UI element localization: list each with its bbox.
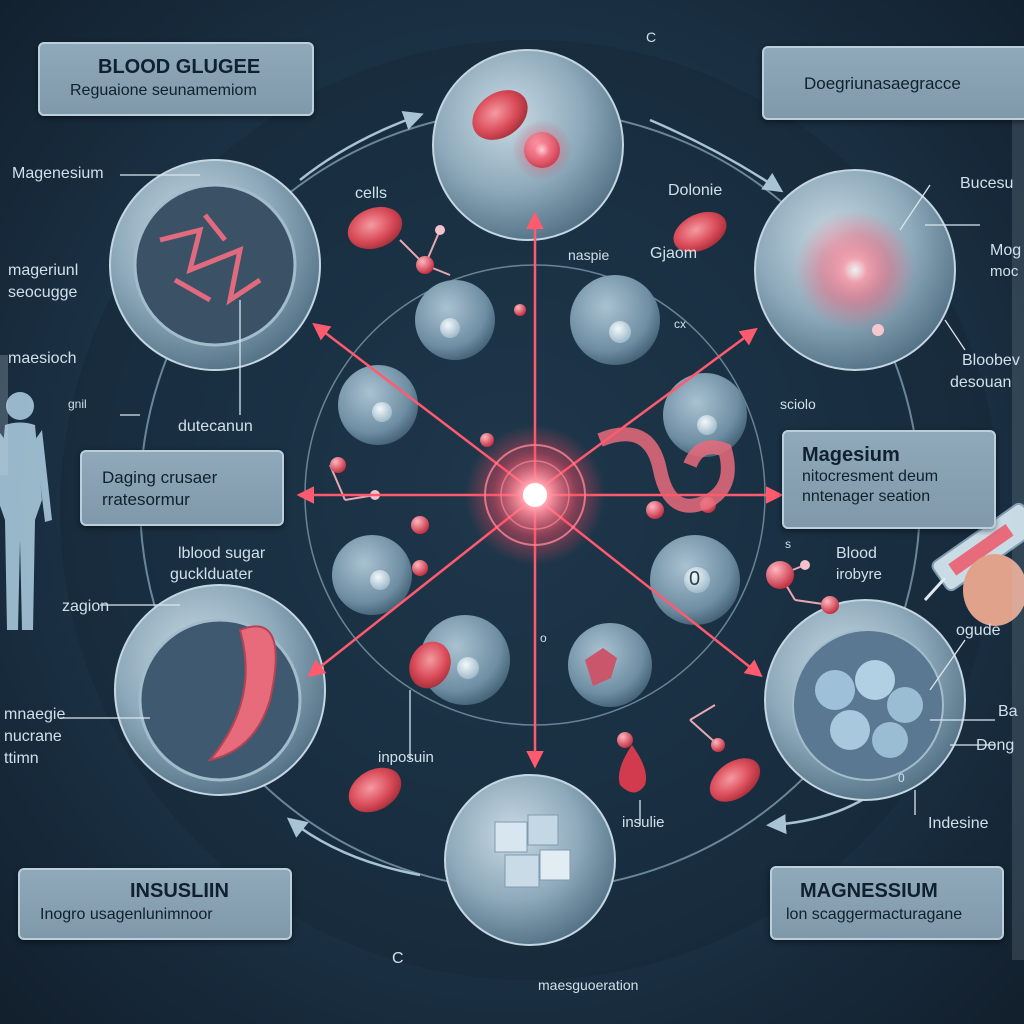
label-bloobev: Bloobev bbox=[962, 352, 1020, 369]
box-blood-glucose: BLOOD GLUGEE Reguaione seunamemiom bbox=[38, 42, 314, 116]
label-bottom: maesguoeration bbox=[538, 977, 639, 993]
right-side-strip bbox=[1012, 60, 1024, 960]
box-blood-glucose-subtitle: Reguaione seunamemiom bbox=[70, 82, 257, 99]
label-zero: 0 bbox=[898, 771, 905, 785]
label-maesioch: maesioch bbox=[8, 350, 77, 367]
label-c-bottom: C bbox=[392, 950, 404, 967]
label-irobyre: irobyre bbox=[836, 566, 882, 583]
small-cell-6 bbox=[650, 535, 740, 625]
label-sciolo: sciolo bbox=[780, 396, 816, 412]
label-o: o bbox=[540, 631, 547, 645]
label-desouant: desouan bbox=[950, 374, 1012, 391]
red-blood-cells bbox=[347, 206, 761, 813]
syringe bbox=[923, 502, 1024, 626]
label-magenesium: Magenesium bbox=[12, 165, 104, 182]
box-top-right-text: Doegriunasaegracce bbox=[804, 74, 961, 93]
box-magnesium-mid-line2: nitocresment deum bbox=[802, 468, 939, 485]
small-cell-8 bbox=[568, 623, 652, 707]
box-magnesium-mid: Magesium nitocresment deum nntenager sea… bbox=[782, 430, 996, 529]
box-magnesium-bottom: MAGNESSIUM lon scaggermacturagane bbox=[770, 866, 1004, 940]
label-cells: cells bbox=[355, 185, 388, 202]
label-cell-zero: 0 bbox=[689, 568, 701, 590]
label-mageriunl: mageriunl bbox=[8, 262, 79, 279]
label-mnaegie: mnaegie bbox=[4, 706, 66, 723]
label-indesine: Indesine bbox=[928, 815, 989, 832]
label-nucrane: nucrane bbox=[4, 728, 62, 745]
label-seocugge: seocugge bbox=[8, 284, 78, 301]
label-s: s bbox=[785, 537, 791, 551]
central-glow bbox=[465, 425, 605, 565]
small-cell-5 bbox=[332, 535, 412, 615]
label-insulie: insulie bbox=[622, 814, 665, 831]
large-cell-bottom-left bbox=[114, 584, 326, 796]
large-cell-bottom bbox=[444, 774, 616, 946]
large-cell-right bbox=[754, 169, 956, 371]
small-cell-1 bbox=[415, 280, 495, 360]
box-insulin-title: INSUSLIIN bbox=[130, 880, 229, 902]
label-gucluluater: gucklduater bbox=[170, 566, 253, 583]
label-moc: moc bbox=[990, 263, 1019, 280]
label-ogude: ogude bbox=[956, 622, 1001, 639]
label-gnil: gnil bbox=[68, 397, 87, 411]
box-magnesium-mid-title: Magesium bbox=[802, 444, 900, 466]
label-dutecanun: dutecanun bbox=[178, 418, 253, 435]
label-zagion: zagion bbox=[62, 598, 110, 615]
label-blood-right: Blood bbox=[836, 545, 877, 562]
small-cell-7 bbox=[420, 615, 510, 705]
box-top-right: Doegriunasaegracce bbox=[762, 46, 1024, 120]
box-mid-left-line1: Daging crusaer bbox=[102, 468, 218, 487]
small-cells bbox=[332, 275, 747, 707]
left-side-strip bbox=[0, 355, 8, 475]
box-insulin-subtitle: Inogro usagenlunimnoor bbox=[40, 906, 213, 923]
small-cell-2 bbox=[570, 275, 660, 365]
label-bucesu: Bucesu bbox=[960, 175, 1014, 192]
box-blood-glucose-title: BLOOD GLUGEE bbox=[98, 56, 261, 78]
box-mid-left-line2: rratesormur bbox=[102, 489, 190, 509]
label-gjaom: Gjaom bbox=[650, 245, 698, 262]
large-cell-bottom-right bbox=[764, 599, 966, 801]
box-magnesium-bottom-title: MAGNESSIUM bbox=[800, 880, 938, 902]
small-cell-3 bbox=[338, 365, 418, 445]
label-dolonie: Dolonie bbox=[668, 182, 723, 199]
large-cell-left bbox=[109, 159, 321, 371]
ribbon bbox=[597, 427, 735, 513]
large-cell-top bbox=[432, 49, 624, 241]
box-magnesium-mid-line3: nntenager seation bbox=[802, 488, 931, 506]
label-naspie: naspie bbox=[568, 247, 610, 263]
box-insulin: INSUSLIIN Inogro usagenlunimnoor bbox=[18, 868, 292, 940]
leader-lines bbox=[60, 174, 995, 825]
label-ba: Ba bbox=[998, 703, 1018, 720]
label-oc: cx bbox=[674, 317, 686, 331]
box-magnesium-bottom-subtitle: lon scaggermacturagane bbox=[786, 906, 963, 923]
small-cell-4 bbox=[663, 373, 747, 457]
label-blood-sugar: lblood sugar bbox=[178, 545, 266, 562]
human-figure bbox=[0, 392, 52, 630]
label-mog: Mog bbox=[990, 242, 1022, 259]
box-mid-left: Daging crusaer rratesormur bbox=[80, 450, 284, 526]
label-c-top: C bbox=[646, 29, 657, 45]
label-ttimn: ttimn bbox=[4, 750, 39, 767]
label-dong: Dong bbox=[976, 737, 1015, 754]
label-inposuin: inposuin bbox=[378, 749, 434, 766]
